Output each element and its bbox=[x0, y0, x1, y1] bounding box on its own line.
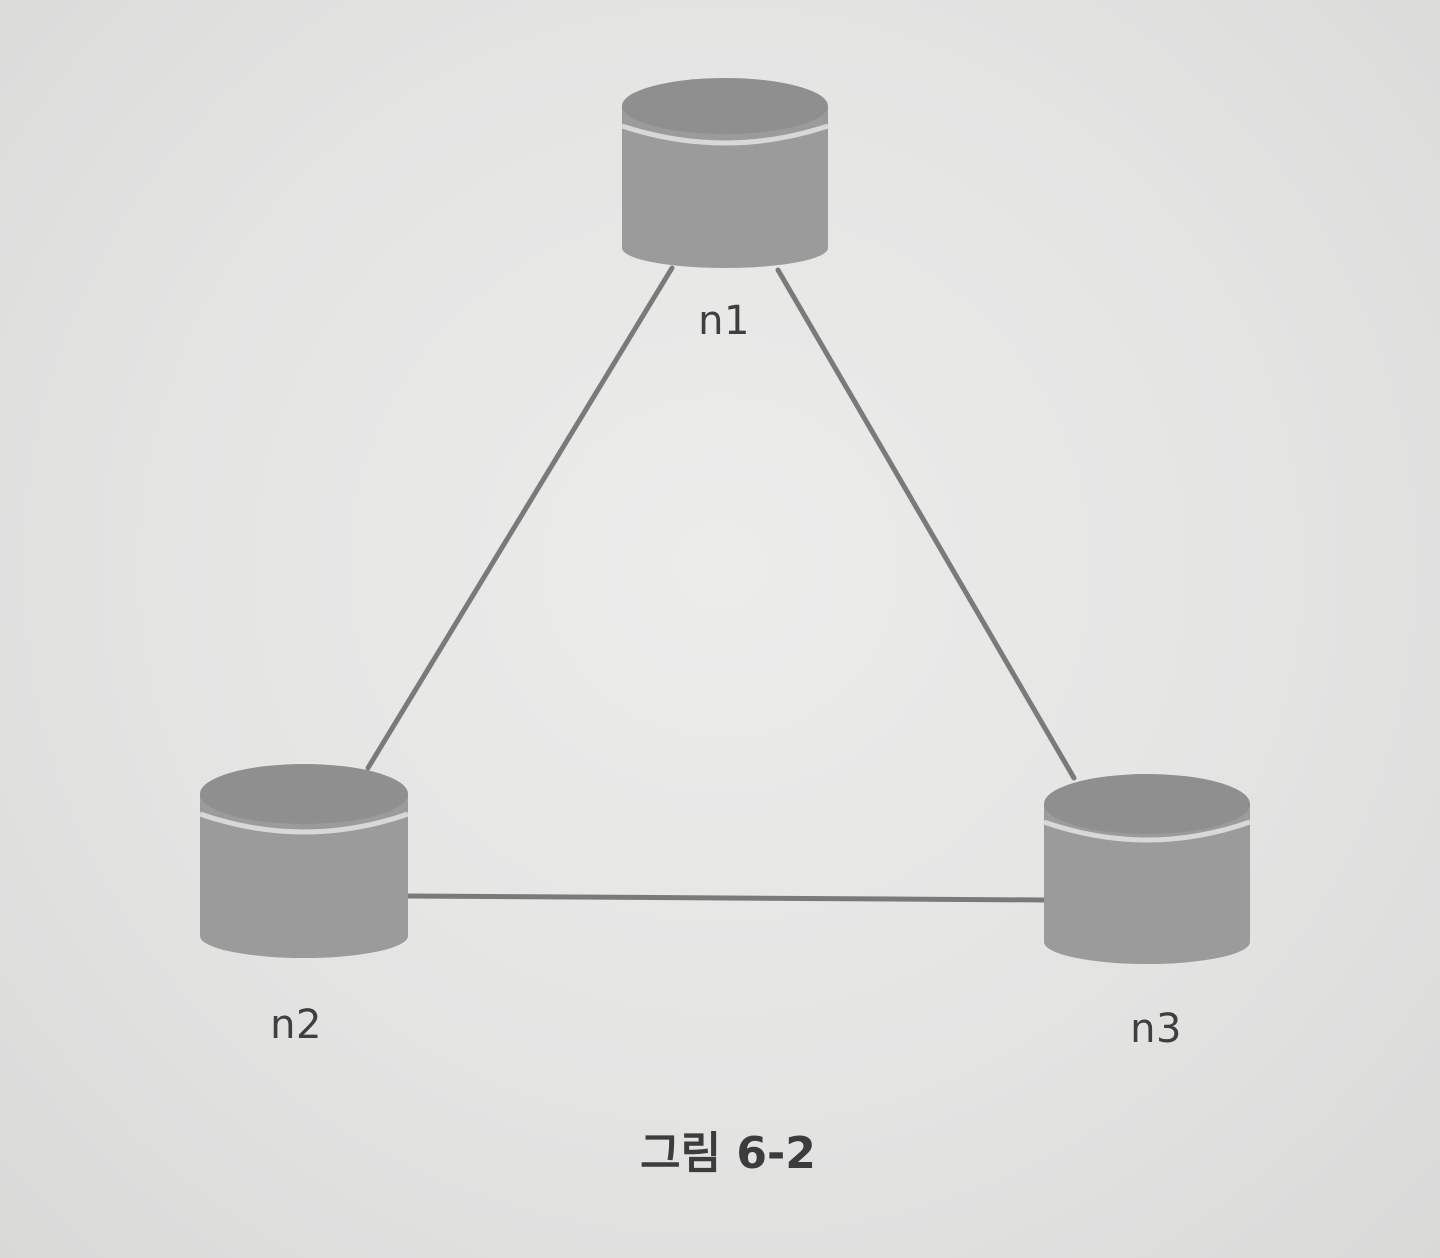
edges bbox=[365, 265, 1077, 903]
edge-n2-n3 bbox=[405, 893, 1049, 903]
database-icon bbox=[1043, 774, 1251, 964]
node-n1: n1 bbox=[621, 78, 829, 344]
edge-n1-n2 bbox=[365, 265, 675, 771]
node-label-n2: n2 bbox=[270, 1002, 322, 1048]
node-label-n3: n3 bbox=[1130, 1006, 1182, 1052]
database-icon bbox=[621, 78, 829, 268]
node-n3: n3 bbox=[1043, 774, 1251, 1052]
figure-caption: 그림 6-2 bbox=[640, 1128, 816, 1179]
node-n2: n2 bbox=[199, 764, 409, 1048]
edge-n1-n3 bbox=[775, 267, 1077, 781]
database-icon bbox=[199, 764, 409, 958]
node-label-n1: n1 bbox=[698, 298, 750, 344]
